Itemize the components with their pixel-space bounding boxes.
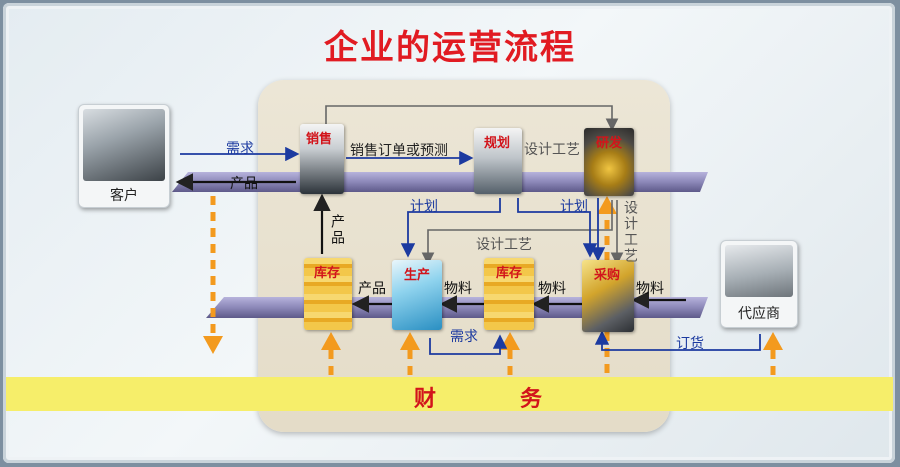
product-label-bottom: 产品 — [358, 281, 386, 297]
plan-arrow-right — [517, 198, 598, 258]
agent-photo — [725, 245, 793, 297]
material-label-right: 物料 — [636, 281, 664, 297]
order-arrow — [594, 330, 761, 351]
inventory-product-label: 库存 — [314, 266, 341, 281]
product-vertical-label: 产品 — [329, 214, 345, 246]
sales-photo — [300, 124, 344, 194]
finance-label-2: 务 — [520, 387, 543, 412]
demand-arrow-bottom — [429, 334, 508, 355]
customer-photo — [83, 109, 165, 181]
plan-label-right: 计划 — [560, 199, 588, 215]
planning-label: 规划 — [484, 136, 511, 151]
purchasing-label: 采购 — [594, 268, 621, 283]
page-title: 企业的运营流程 — [324, 28, 576, 68]
orange-head-production — [400, 332, 420, 350]
planning-photo — [474, 128, 522, 194]
orange-head-agent — [763, 332, 783, 350]
finance-band — [6, 377, 893, 411]
sales-label: 销售 — [306, 132, 333, 147]
material-label-purchase: 物料 — [538, 281, 566, 297]
agent-card: 代应商 — [720, 240, 798, 328]
inventory-product-photo — [304, 258, 352, 330]
customer-label: 客户 — [110, 188, 138, 204]
orange-head-inventory — [321, 332, 341, 350]
grey-loop-mid — [421, 200, 613, 266]
finance-label-1: 财 — [414, 387, 437, 412]
plan-label-left: 计划 — [410, 199, 438, 215]
customer-card: 客户 — [78, 104, 170, 208]
grey-loop-top — [325, 105, 619, 132]
order-label: 订货 — [676, 336, 704, 352]
rnd-label: 研发 — [596, 136, 623, 151]
design-process-vertical-label: 设计工艺 — [622, 200, 638, 264]
demand-label-top: 需求 — [226, 141, 254, 157]
design-process-mid-label: 设计工艺 — [476, 237, 532, 253]
production-photo — [392, 260, 442, 330]
orange-head-customer — [203, 336, 223, 354]
production-label: 生产 — [404, 268, 431, 283]
material-label-mid: 物料 — [444, 281, 472, 297]
sales-forecast-label: 销售订单或预测 — [350, 143, 448, 159]
design-process-top-label: 设计工艺 — [524, 142, 580, 158]
orange-head-material — [500, 332, 520, 350]
purchasing-photo — [582, 260, 634, 332]
plan-arrow-left — [400, 198, 501, 258]
rnd-photo — [584, 128, 634, 196]
agent-label: 代应商 — [738, 306, 780, 322]
product-label-top: 产品 — [230, 176, 258, 192]
demand-label-bottom: 需求 — [450, 329, 478, 345]
inventory-material-photo — [484, 258, 534, 330]
orange-head-purchasing — [597, 196, 617, 214]
inventory-material-label: 库存 — [496, 266, 523, 281]
